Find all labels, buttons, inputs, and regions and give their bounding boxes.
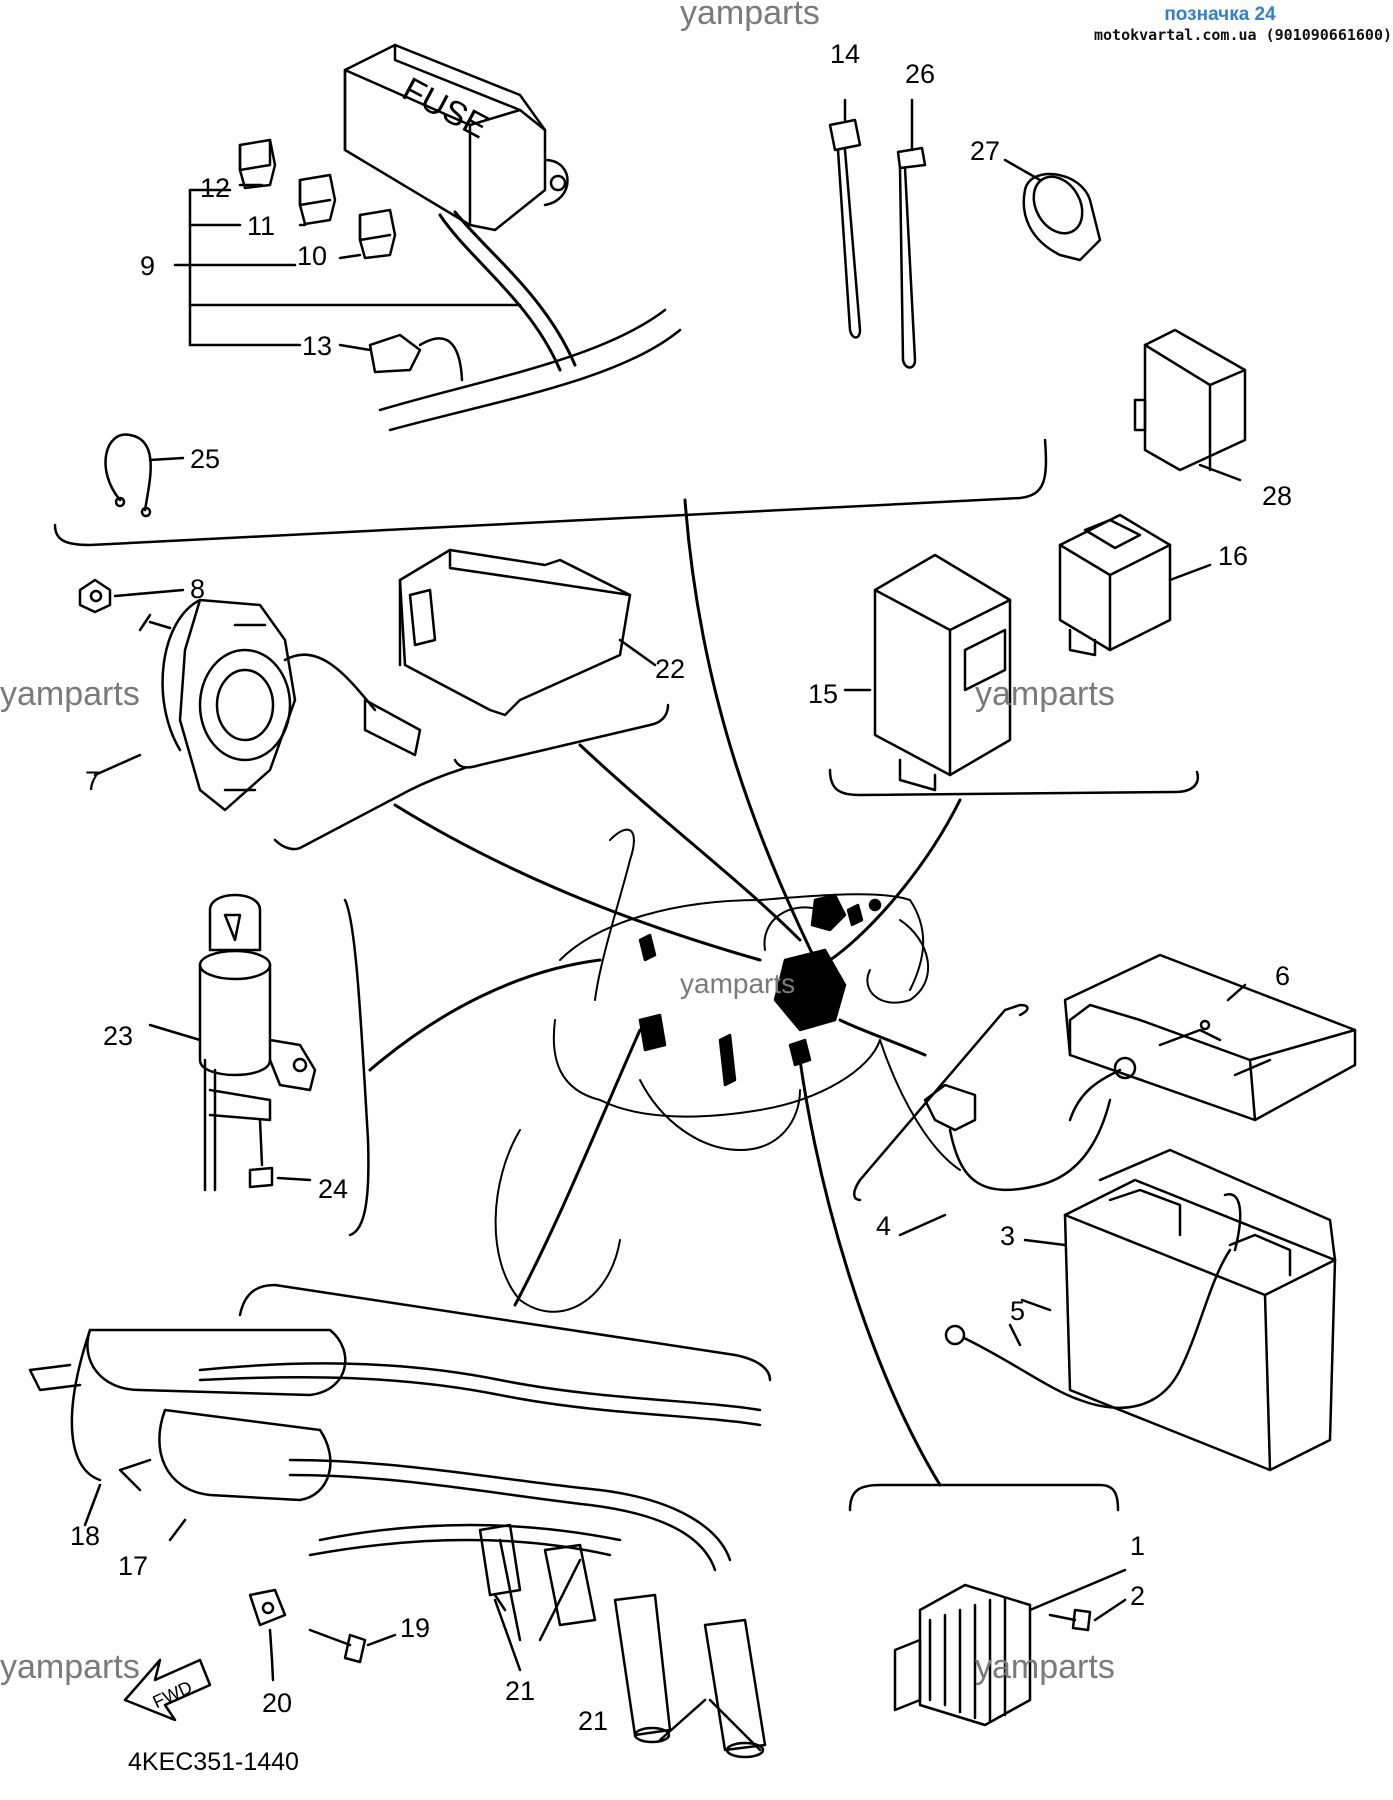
callout-27: 27 [970, 136, 1000, 166]
battery-cable-4 [898, 1056, 1137, 1237]
callout-4: 4 [876, 1211, 891, 1241]
relay-28 [1133, 328, 1247, 482]
callout-13: 13 [302, 331, 332, 361]
cable-tie-14 [828, 98, 862, 339]
callout-17: 17 [118, 1551, 148, 1581]
fwd-label: FWD [150, 1677, 196, 1712]
callout-23: 23 [103, 1021, 133, 1051]
fuse-12 [238, 138, 277, 190]
bolt-2 [1048, 1598, 1127, 1632]
watermark-left-mid: yamparts [0, 675, 140, 713]
battery-cable-5 [944, 1193, 1242, 1410]
relay-15 [843, 553, 1012, 792]
callout-8: 8 [190, 574, 205, 604]
callout-20: 20 [262, 1688, 292, 1718]
callout-6: 6 [1275, 961, 1290, 991]
callout-16: 16 [1218, 541, 1248, 571]
callout-7: 7 [85, 766, 100, 796]
fuse-10 [358, 208, 397, 260]
ignition-coils [28, 1328, 762, 1572]
callout-3: 3 [1000, 1221, 1015, 1251]
callout-9: 9 [140, 251, 155, 281]
connector-13 [368, 333, 464, 382]
callout-18: 18 [70, 1521, 100, 1551]
cable-tie-26 [896, 98, 927, 369]
callout-21b: 21 [578, 1706, 608, 1736]
callout-21: 21 [505, 1676, 535, 1706]
callout-2: 2 [1130, 1581, 1145, 1611]
nut-8 [78, 578, 185, 614]
watermark-right-bottom: yamparts [975, 1648, 1115, 1686]
horn-7 [93, 598, 422, 812]
bolt-24 [248, 1118, 312, 1189]
diagram-code: 4KEC351-1440 [128, 1748, 299, 1776]
callout-15: 15 [808, 679, 838, 709]
battery-cover-6 [1063, 953, 1357, 1122]
watermark-top: yamparts [680, 0, 820, 32]
header-label: позначка 24 [1164, 4, 1276, 25]
plug-cap-c [613, 1593, 672, 1744]
battery-3 [1023, 1148, 1337, 1472]
header-source: motokvartal.com.ua (901090661600) [1093, 26, 1392, 44]
plug-cap-a [478, 1523, 522, 1612]
callout-12: 12 [200, 173, 230, 203]
plug-cap-d [703, 1618, 767, 1759]
fuse-box: FUSE [343, 43, 569, 232]
callout-5: 5 [1010, 1296, 1025, 1326]
harness-junction [638, 893, 882, 1087]
clamp-27 [1003, 158, 1102, 262]
callout-28: 28 [1262, 481, 1292, 511]
callout-10: 10 [297, 241, 327, 271]
watermark-center: yamparts [680, 968, 796, 999]
rectifier-regulator-1 [893, 1568, 1127, 1727]
callout-24: 24 [318, 1174, 348, 1204]
watermark-left-bottom: yamparts [0, 1648, 140, 1686]
callout-14: 14 [830, 39, 860, 69]
plug-cap-b [543, 1543, 597, 1627]
fuse-11 [298, 173, 337, 226]
callout-11: 11 [247, 211, 275, 241]
ecu-22 [398, 548, 657, 717]
watermark-right-mid: yamparts [975, 675, 1115, 713]
ignition-switch-23 [148, 893, 317, 1192]
callout-22: 22 [655, 654, 685, 684]
motorcycle-outline [494, 828, 961, 1313]
relay-16 [1058, 513, 1212, 657]
bolt-19 [308, 1628, 397, 1664]
callout-1: 1 [1130, 1531, 1145, 1561]
callout-19: 19 [400, 1613, 430, 1643]
clip-25 [104, 433, 185, 518]
fuse-label: FUSE [396, 70, 494, 146]
callout-25: 25 [190, 444, 220, 474]
clamp-20 [248, 1588, 287, 1662]
callout-26: 26 [905, 59, 935, 89]
